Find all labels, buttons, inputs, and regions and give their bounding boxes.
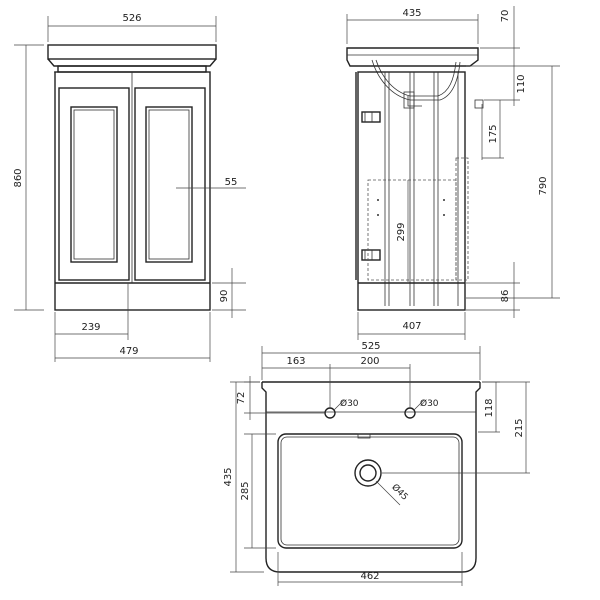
label-side-depth-top: 435 [402, 8, 421, 19]
label-front-half-width: 239 [81, 322, 100, 333]
label-plan-bowl-width: 462 [360, 571, 379, 582]
label-plan-waste-depth: 215 [514, 418, 525, 437]
front-right-door [134, 87, 206, 281]
label-side-plinth: 86 [500, 290, 511, 303]
side-upper-hinge [361, 111, 381, 123]
label-plan-tap-hole-right: Ø30 [420, 398, 439, 409]
label-front-plinth: 90 [219, 290, 230, 303]
plan-bowl [277, 433, 463, 549]
plan-waste-outer [354, 459, 382, 487]
label-side-internal-height: 790 [538, 176, 549, 195]
plan-overflow [357, 433, 371, 439]
label-plan-overall-depth: 435 [223, 467, 234, 486]
label-side-drawer-offset: 175 [488, 124, 499, 143]
label-plan-tap-offset: 163 [286, 356, 305, 367]
side-view: 435 70 110 175 790 299 86 407 [346, 6, 560, 340]
label-plan-overall-width: 525 [361, 341, 380, 352]
plan-tap-hole-left [324, 407, 336, 419]
label-plan-tap-depth: 118 [484, 398, 495, 417]
front-left-door [58, 87, 130, 281]
label-plan-tap-spacing: 200 [360, 356, 379, 367]
label-side-shelf-height: 299 [396, 222, 407, 241]
plan-view: 525 163 200 Ø30 Ø30 72 118 215 435 [223, 341, 530, 586]
side-cabinet-body [357, 71, 466, 311]
front-cabinet-body [54, 71, 211, 311]
front-left-door-panel [70, 106, 118, 263]
label-front-handle-offset: 55 [225, 177, 238, 188]
side-bowl-section [371, 59, 461, 101]
label-front-body-width: 479 [119, 346, 138, 357]
front-cornice [57, 65, 207, 73]
front-view: 526 860 55 90 239 479 [13, 13, 246, 362]
label-side-upper-gap: 110 [516, 74, 527, 93]
side-lower-hinge [361, 249, 381, 261]
label-plan-tap-hole-left: Ø30 [340, 398, 359, 409]
label-side-body-depth: 407 [402, 321, 421, 332]
label-plan-back-depth: 72 [236, 392, 247, 405]
label-plan-bowl-depth: 285 [240, 481, 251, 500]
front-basin-underside [47, 58, 217, 67]
label-plan-waste-diameter: Ø45 [389, 482, 410, 503]
side-waste-pipe [407, 96, 422, 107]
label-front-width-top: 526 [122, 13, 141, 24]
label-side-top-thickness: 70 [500, 10, 511, 23]
front-basin-top [47, 44, 217, 60]
front-right-door-panel [145, 106, 193, 263]
side-shelf-outline [367, 179, 457, 281]
side-basin-top [346, 47, 479, 67]
plan-tap-hole-right [404, 407, 416, 419]
label-front-height: 860 [13, 168, 24, 187]
plan-waste-inner [359, 464, 377, 482]
plan-basin-outline [261, 382, 481, 573]
